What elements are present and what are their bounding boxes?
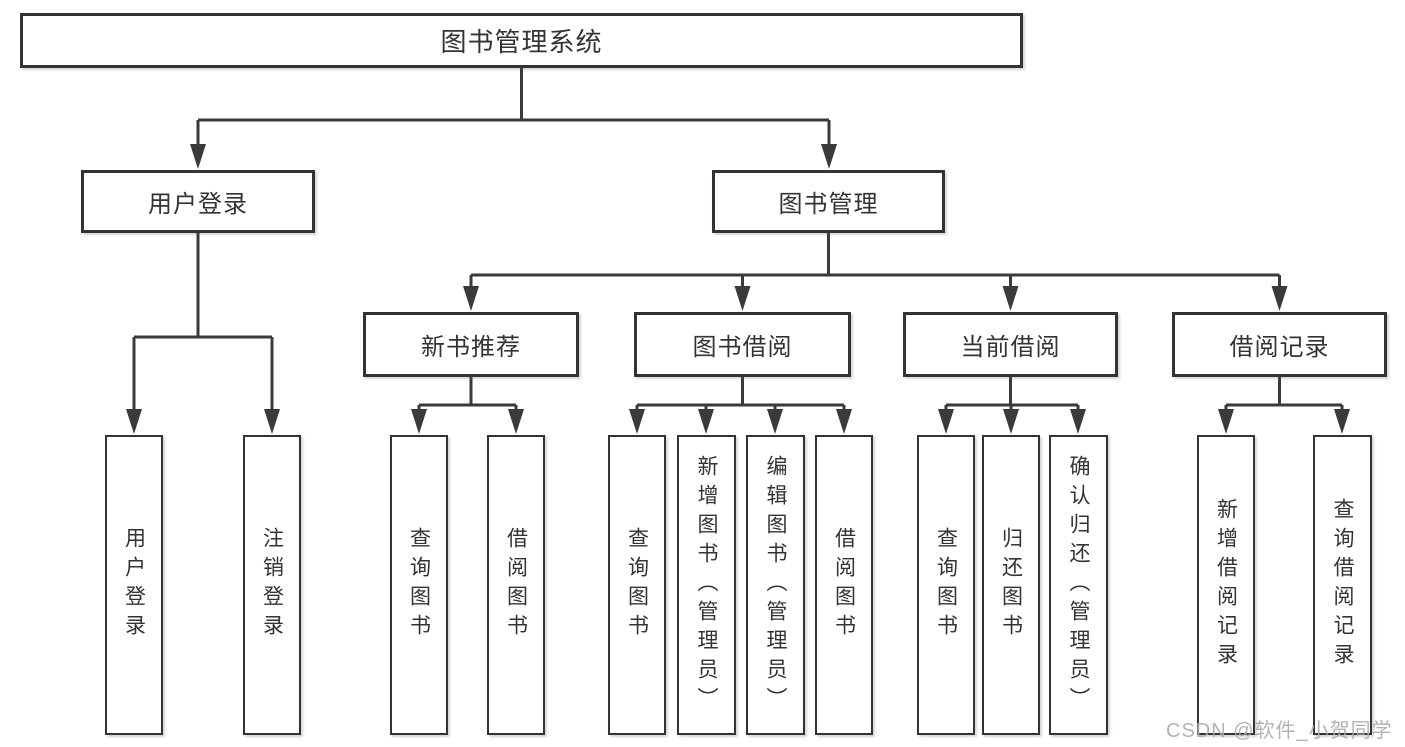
leaf-borrow-books-2-label: 借阅图书 (832, 527, 856, 643)
leaf-query-books-3-label: 查询图书 (934, 527, 958, 643)
leaf-query-books-2-label: 查询图书 (625, 527, 649, 643)
group-borrow-records: 借阅记录 (1172, 312, 1387, 377)
leaf-query-borrow-record-label: 查询借阅记录 (1331, 498, 1354, 672)
leaf-logout: 注销登录 (243, 435, 301, 735)
leaf-user-login-label: 用户登录 (122, 527, 146, 643)
csdn-watermark: CSDN @软件_小贺同学 (1166, 720, 1393, 742)
leaf-query-books-label: 查询图书 (407, 527, 431, 643)
leaf-add-borrow-record-label: 新增借阅记录 (1214, 498, 1238, 672)
leaf-query-books-2: 查询图书 (608, 435, 666, 735)
branch-book-management-label: 图书管理 (778, 191, 879, 218)
group-book-borrow-label: 图书借阅 (692, 334, 793, 361)
leaf-user-login: 用户登录 (105, 435, 163, 735)
branch-user-login-label: 用户登录 (148, 191, 248, 218)
group-new-book-recommend-label: 新书推荐 (421, 334, 521, 361)
leaf-logout-label: 注销登录 (260, 527, 284, 643)
root-node-library-system: 图书管理系统 (20, 13, 1023, 68)
leaf-borrow-books-label: 借阅图书 (504, 527, 528, 643)
arrowheads (126, 144, 1350, 434)
leaf-borrow-books-2: 借阅图书 (815, 435, 873, 735)
leaf-borrow-books: 借阅图书 (487, 435, 545, 735)
leaf-confirm-return-admin-label: 确认归还（管理员） (1067, 454, 1090, 716)
leaf-query-borrow-record: 查询借阅记录 (1313, 435, 1372, 735)
leaf-edit-book-admin: 编辑图书（管理员） (746, 435, 805, 735)
group-current-borrow-label: 当前借阅 (960, 334, 1061, 361)
root-node-label: 图书管理系统 (440, 27, 603, 57)
leaf-add-book-admin-label: 新增图书（管理员） (695, 454, 718, 716)
leaf-query-books-3: 查询图书 (917, 435, 975, 735)
group-book-borrow: 图书借阅 (634, 312, 851, 377)
branch-user-login: 用户登录 (81, 170, 315, 233)
group-new-book-recommend: 新书推荐 (363, 312, 579, 377)
group-borrow-records-label: 借阅记录 (1229, 334, 1330, 361)
leaf-add-borrow-record: 新增借阅记录 (1197, 435, 1255, 735)
leaf-add-book-admin: 新增图书（管理员） (677, 435, 736, 735)
leaf-return-book: 归还图书 (982, 435, 1040, 735)
leaf-confirm-return-admin: 确认归还（管理员） (1049, 435, 1108, 735)
group-current-borrow: 当前借阅 (903, 312, 1118, 377)
leaf-return-book-label: 归还图书 (999, 527, 1023, 643)
branch-book-management: 图书管理 (712, 170, 945, 233)
leaf-query-books: 查询图书 (390, 435, 448, 735)
leaf-edit-book-admin-label: 编辑图书（管理员） (764, 454, 787, 716)
